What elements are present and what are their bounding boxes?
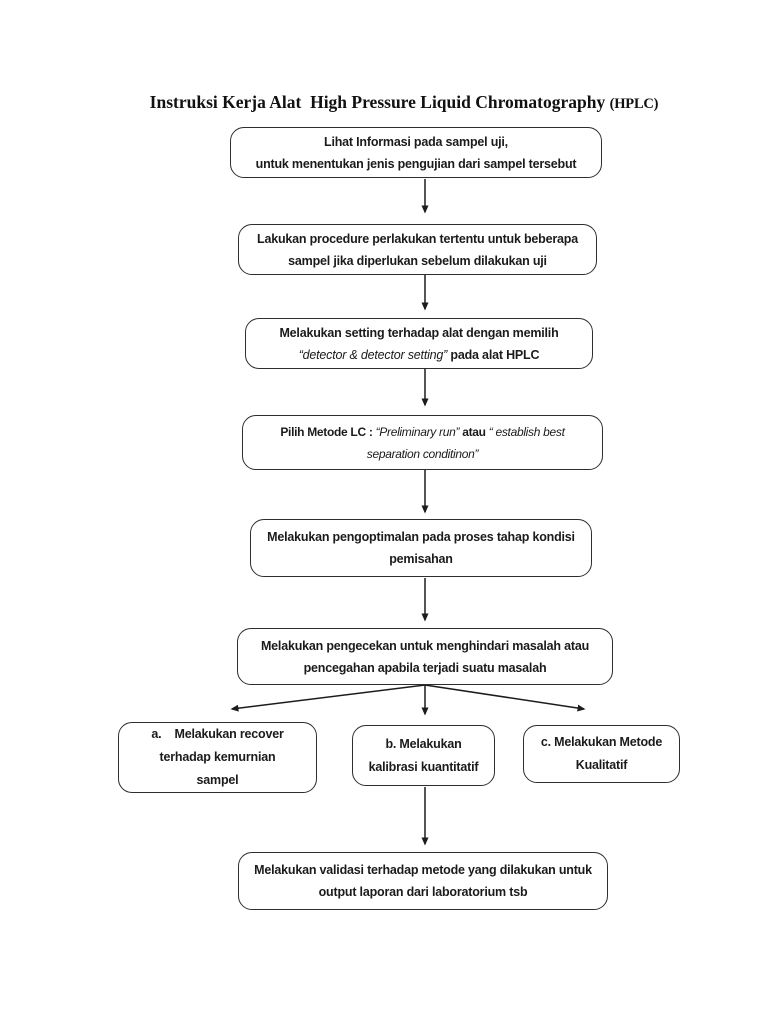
box-line: pencegahan apabila terjadi suatu masalah [303, 660, 547, 675]
box-line: Pilih Metode LC : “Preliminary run” atau… [243, 421, 602, 443]
box-line-italic: “detector & detector setting” [298, 347, 448, 362]
box-line: separation conditinon” [243, 443, 602, 465]
box-line: untuk menentukan jenis pengujian dari sa… [255, 156, 577, 171]
box-line: a. Melakukan recover [151, 727, 284, 741]
flow-box-branch-a: a. Melakukan recover terhadap kemurnian … [118, 722, 317, 793]
flow-box-branch-c: c. Melakukan Metode Kualitatif [523, 725, 680, 783]
page-title-main: Instruksi Kerja Alat High Pressure Liqui… [149, 92, 610, 112]
arrow-branch-right [424, 684, 586, 712]
box-line: terhadap kemurnian [159, 750, 276, 764]
box-line: Melakukan setting terhadap alat dengan m… [279, 325, 559, 340]
box-line-italic: separation conditinon” [366, 446, 479, 461]
box-line-italic: “Preliminary run” [375, 424, 460, 439]
box-line: Lakukan procedure perlakukan tertentu un… [257, 231, 578, 246]
box-line-conj: atau [459, 424, 489, 439]
flow-box-step6: Melakukan pengecekan untuk menghindari m… [237, 628, 613, 685]
box-line-rest: pada alat HPLC [447, 347, 540, 362]
flow-box-step4: Pilih Metode LC : “Preliminary run” atau… [242, 415, 603, 470]
flow-box-final: Melakukan validasi terhadap metode yang … [238, 852, 608, 910]
box-line: c. Melakukan Metode [540, 735, 663, 749]
flow-box-step3: Melakukan setting terhadap alat dengan m… [245, 318, 593, 369]
page-title-suffix: (HPLC) [609, 96, 659, 112]
box-line: kalibrasi kuantitatif [368, 759, 479, 774]
box-line-lead: Pilih Metode LC : [280, 424, 376, 439]
arrow-branch-left [230, 684, 426, 712]
box-line: sampel [196, 773, 239, 787]
box-line: b. Melakukan [385, 736, 462, 751]
flow-box-step2: Lakukan procedure perlakukan tertentu un… [238, 224, 597, 275]
flow-box-step5: Melakukan pengoptimalan pada proses taha… [250, 519, 592, 577]
box-line: pemisahan [389, 552, 453, 566]
box-line: sampel jika diperlukan sebelum dilakukan… [288, 253, 547, 268]
box-line: Melakukan pengecekan untuk menghindari m… [260, 638, 590, 653]
box-line: Melakukan validasi terhadap metode yang … [254, 863, 592, 877]
flow-box-step1: Lihat Informasi pada sampel uji, untuk m… [230, 127, 602, 178]
box-line: Melakukan pengoptimalan pada proses taha… [267, 530, 575, 544]
box-line: output laporan dari laboratorium tsb [318, 885, 528, 899]
box-line: “detector & detector setting” pada alat … [246, 344, 592, 366]
flow-box-branch-b: b. Melakukan kalibrasi kuantitatif [352, 725, 495, 786]
box-line: Lihat Informasi pada sampel uji, [324, 134, 508, 149]
box-line: Kualitatif [575, 758, 628, 772]
page-title: Instruksi Kerja Alat High Pressure Liqui… [40, 90, 768, 116]
box-line-italic: “ establish best [488, 424, 565, 439]
